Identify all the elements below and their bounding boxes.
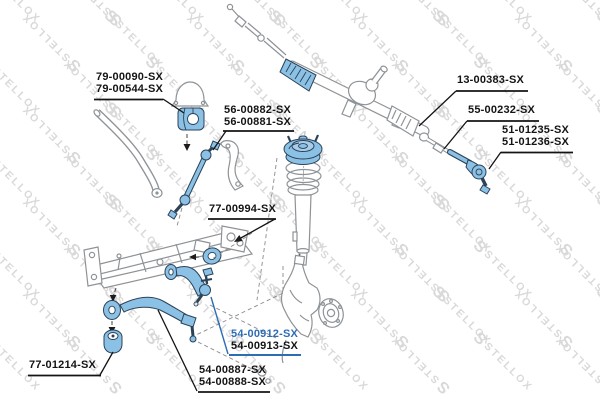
part-number: 51-01235-SX	[502, 124, 570, 136]
part-number: 13-00383-SX	[457, 74, 525, 86]
part-number: 51-01236-SX	[502, 136, 570, 148]
part-number: 79-00090-SX	[96, 71, 164, 83]
part-number: 54-00887-SX	[199, 364, 267, 376]
strut-mount-highlighted	[283, 134, 323, 165]
leader-lines	[99, 90, 502, 392]
part-number: 55-00232-SX	[468, 104, 536, 116]
stabilizer-bushing-drawing	[177, 107, 205, 131]
stabilizer-bar-drawing	[93, 109, 163, 199]
stabilizer-link-drawing	[167, 140, 221, 220]
part-number: 56-00881-SX	[224, 116, 292, 128]
label-underlines	[28, 90, 573, 393]
tension-strut-bushing-drawing	[103, 329, 123, 354]
part-number: 77-01214-SX	[29, 359, 97, 371]
link-bracket-drawing	[220, 140, 245, 191]
strut-spring-drawing	[283, 130, 323, 295]
part-number: 54-00912-SX	[231, 328, 299, 340]
inner-tie-rod-drawing	[418, 132, 451, 154]
part-number: 77-00994-SX	[209, 203, 277, 215]
rack-boot-right	[386, 105, 420, 137]
steering-shaft-drawing	[226, 3, 287, 59]
part-label-steering-boot: 13-00383-SX	[457, 74, 524, 86]
part-number: 54-00888-SX	[199, 376, 267, 388]
part-number: 54-00913-SX	[231, 340, 299, 352]
stabilizer-bracket-drawing	[170, 81, 210, 107]
part-label-tension-strut-bushing: 77-01214-SX	[29, 359, 96, 371]
tie-rod-end-drawing	[447, 149, 491, 195]
part-label-inner-tie-rod: 55-00232-SX	[468, 104, 535, 116]
rack-boot-left-highlighted	[279, 58, 317, 92]
part-number: 79-00544-SX	[96, 83, 164, 95]
upper-control-arm-drawing	[164, 264, 214, 307]
steering-rack-drawing	[279, 58, 451, 154]
part-label-control-arm-bushing: 77-00994-SX	[209, 203, 276, 215]
lower-control-arm-drawing	[103, 296, 197, 343]
part-number: 56-00882-SX	[224, 104, 292, 116]
steering-knuckle-drawing	[257, 254, 344, 384]
projection-lines	[176, 157, 284, 372]
